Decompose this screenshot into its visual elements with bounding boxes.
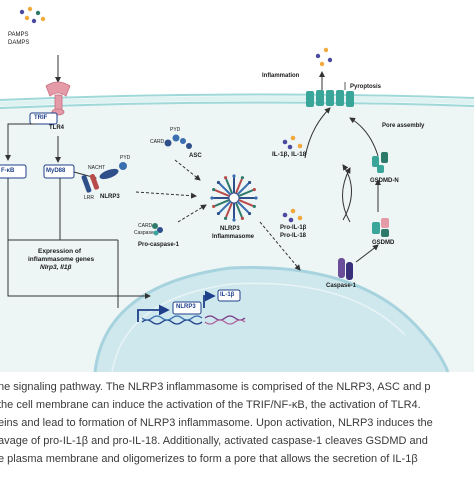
label-myd88: MyD88 xyxy=(46,168,66,174)
inflammasome-node xyxy=(212,187,216,192)
inflammasome-node xyxy=(254,196,258,200)
inflammation-cytokine-dots xyxy=(315,47,333,67)
arrow-caspase-to-gsdmd xyxy=(355,244,379,263)
label-nacht: NACHT xyxy=(88,165,106,171)
label-asc: ASC xyxy=(189,153,202,159)
label-nlrp3: NLRP3 xyxy=(100,194,120,200)
label-inflammation: Inflammation xyxy=(262,73,300,79)
inflammasome-spoke xyxy=(237,201,250,214)
label-damps: DAMPS xyxy=(8,40,30,46)
pamps-damps-dots xyxy=(19,6,46,24)
caption-line: eins and lead to formation of NLRP3 infl… xyxy=(0,417,433,429)
dna-strands xyxy=(141,315,246,325)
inflammasome-core xyxy=(228,192,240,204)
inflammasome-node xyxy=(247,211,252,216)
label-pro-il1b: Pro-IL-1β xyxy=(280,225,307,231)
nlrp3-inflammasome-icon xyxy=(210,174,258,222)
asc-protein-icon xyxy=(164,134,192,149)
caspase-1-icon xyxy=(338,258,353,280)
label-trif: TRIF xyxy=(34,115,48,121)
inflammasome-node xyxy=(247,180,252,185)
label-lrr: LRR xyxy=(84,195,95,201)
label-pyd-asc: PYD xyxy=(170,127,181,133)
figure-caption: ne signaling pathway. The NLRP3 inflamma… xyxy=(0,374,474,474)
caption-line: avage of pro-IL-1β and pro-IL-18. Additi… xyxy=(0,435,428,447)
assembly-dashed-arrows xyxy=(135,159,301,271)
caption-line: e plasma membrane and oligomerizes to fo… xyxy=(0,453,418,465)
gene-il1b-box xyxy=(217,289,241,302)
gene-nlrp3-box xyxy=(172,301,202,315)
inflammasome-node xyxy=(232,174,236,178)
label-gene-il1b: IL-1β xyxy=(220,292,235,298)
label-pro-caspase-1: Pro-caspase-1 xyxy=(138,242,180,248)
inflammasome-node xyxy=(216,180,221,185)
inflammasome-spoke xyxy=(237,182,250,195)
gsdmd-n-icon xyxy=(372,152,388,173)
arrow-il-to-pore xyxy=(304,107,331,159)
pro-il-dots xyxy=(282,208,303,223)
inflammasome-node xyxy=(240,176,245,180)
label-gsdmd: GSDMD xyxy=(372,240,395,246)
gsdmd-pore-icon xyxy=(306,90,354,107)
inflammasome-node xyxy=(252,204,256,209)
transcription-arrows xyxy=(137,290,216,322)
inflammasome-node xyxy=(223,216,228,220)
trif-box xyxy=(29,112,58,125)
label-pamps: PAMPS xyxy=(8,32,29,38)
caption-line: ne signaling pathway. The NLRP3 inflamma… xyxy=(0,381,431,393)
label-expression-1: Expression of xyxy=(38,248,81,255)
inflammasome-node xyxy=(210,196,214,200)
inflammasome-spoke xyxy=(238,189,254,197)
label-caspase-1: Caspase-1 xyxy=(326,283,357,289)
label-nlrp3-inflammasome-1: NLRP3 xyxy=(220,226,240,232)
label-card-casp: CARD xyxy=(138,223,153,229)
label-pore-assembly: Pore assembly xyxy=(382,123,425,129)
label-nlrp3-inflammasome-2: Inflammasome xyxy=(212,234,255,240)
inflammasome-spoke xyxy=(218,182,231,195)
gsdmd-icon xyxy=(372,218,389,237)
inflammasome-node xyxy=(240,216,245,220)
cell-membrane xyxy=(0,93,474,109)
inflammasome-spoke xyxy=(214,199,230,207)
inflammasome-spoke xyxy=(225,202,233,218)
arrow-pore-assembly xyxy=(349,117,379,157)
label-card-asc: CARD xyxy=(150,139,165,145)
inflammasome-node xyxy=(252,187,256,192)
inflammasome-spoke xyxy=(214,189,230,197)
arrow-gsdmd-cleavage xyxy=(342,167,351,223)
pro-caspase-1-icon xyxy=(152,223,163,236)
inflammasome-spoke xyxy=(218,201,231,214)
label-expression-2: inflammasome genes xyxy=(28,256,95,263)
caption-line: the cell membrane can induce the activat… xyxy=(0,399,421,411)
nlrp3-protein-icon xyxy=(81,162,127,193)
inflammasome-spoke xyxy=(235,178,243,194)
inflammasome-node xyxy=(232,218,236,222)
label-nfkb: F-κB xyxy=(1,168,15,174)
label-il1b-il18: IL-1β, IL-18 xyxy=(272,151,307,158)
inflammasome-spoke xyxy=(225,178,233,194)
inflammasome-node xyxy=(212,204,216,209)
inflammasome-node xyxy=(223,176,228,180)
label-pro-il18: Pro-IL-18 xyxy=(280,233,307,239)
label-pyroptosis: Pyroptosis xyxy=(350,84,382,90)
inflammasome-spoke xyxy=(235,202,243,218)
label-caspase-small: Caspase xyxy=(134,230,154,236)
label-pyd-nlrp3: PYD xyxy=(120,155,131,161)
label-gene-nlrp3: NLRP3 xyxy=(176,304,196,310)
label-tlr4: TLR4 xyxy=(49,125,64,131)
inflammasome-spoke xyxy=(238,199,254,207)
label-gsdmd-n: GSDMD-N xyxy=(370,178,399,184)
nfkb-box xyxy=(0,164,27,179)
myd88-box xyxy=(43,164,75,179)
il1b-il18-dots xyxy=(282,135,303,150)
inflammasome-node xyxy=(216,211,221,216)
nucleus xyxy=(93,266,450,373)
label-expression-genes: Nlrp3, Il1β xyxy=(40,264,72,271)
